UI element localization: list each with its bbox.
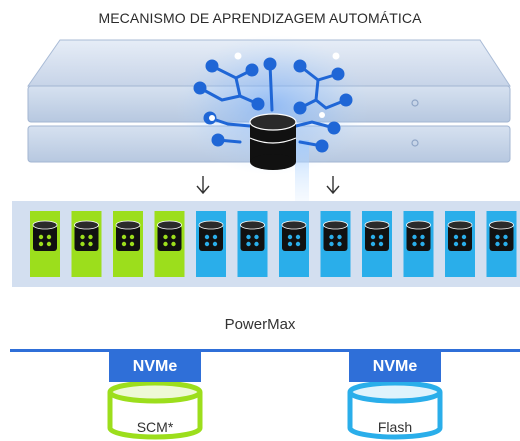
- drive-icon: [32, 220, 58, 251]
- down-arrow-icon: [196, 176, 210, 195]
- flash-media: [347, 380, 443, 440]
- flash-drive: [279, 211, 309, 277]
- flash-drive: [486, 211, 517, 277]
- scm-drive: [71, 211, 102, 277]
- drive-icon: [281, 220, 307, 251]
- drive-icon: [489, 220, 514, 251]
- drive-icon: [157, 220, 182, 251]
- nvme-label-scm: NVMe: [109, 352, 201, 382]
- database-icon: [249, 113, 297, 170]
- flash-drive: [320, 211, 351, 277]
- page-title: MECANISMO DE APRENDIZAGEM AUTOMÁTICA: [98, 10, 422, 26]
- drive-icon: [323, 220, 348, 251]
- scm-drive: [30, 211, 60, 277]
- media-label-flash: Flash: [377, 419, 413, 435]
- flash-drive: [237, 211, 268, 277]
- scm-media: [107, 380, 203, 440]
- flash-drive: [403, 211, 434, 277]
- down-arrow-icon: [326, 176, 340, 195]
- drive-icon: [447, 220, 473, 251]
- drive-icon: [240, 220, 265, 251]
- media-label-scm: SCM*: [136, 419, 174, 435]
- product-name: PowerMax: [224, 316, 296, 333]
- scm-drive: [113, 211, 143, 277]
- flash-drive: [362, 211, 392, 277]
- flash-drive: [196, 211, 226, 277]
- drive-icon: [198, 220, 224, 251]
- scm-drive: [154, 211, 185, 277]
- flash-drive: [445, 211, 475, 277]
- drive-icon: [364, 220, 390, 251]
- drive-icon: [406, 220, 431, 251]
- nvme-label-flash: NVMe: [349, 352, 441, 382]
- drive-icon: [115, 220, 141, 251]
- drive-icon: [74, 220, 99, 251]
- nvme-bus: [10, 349, 520, 352]
